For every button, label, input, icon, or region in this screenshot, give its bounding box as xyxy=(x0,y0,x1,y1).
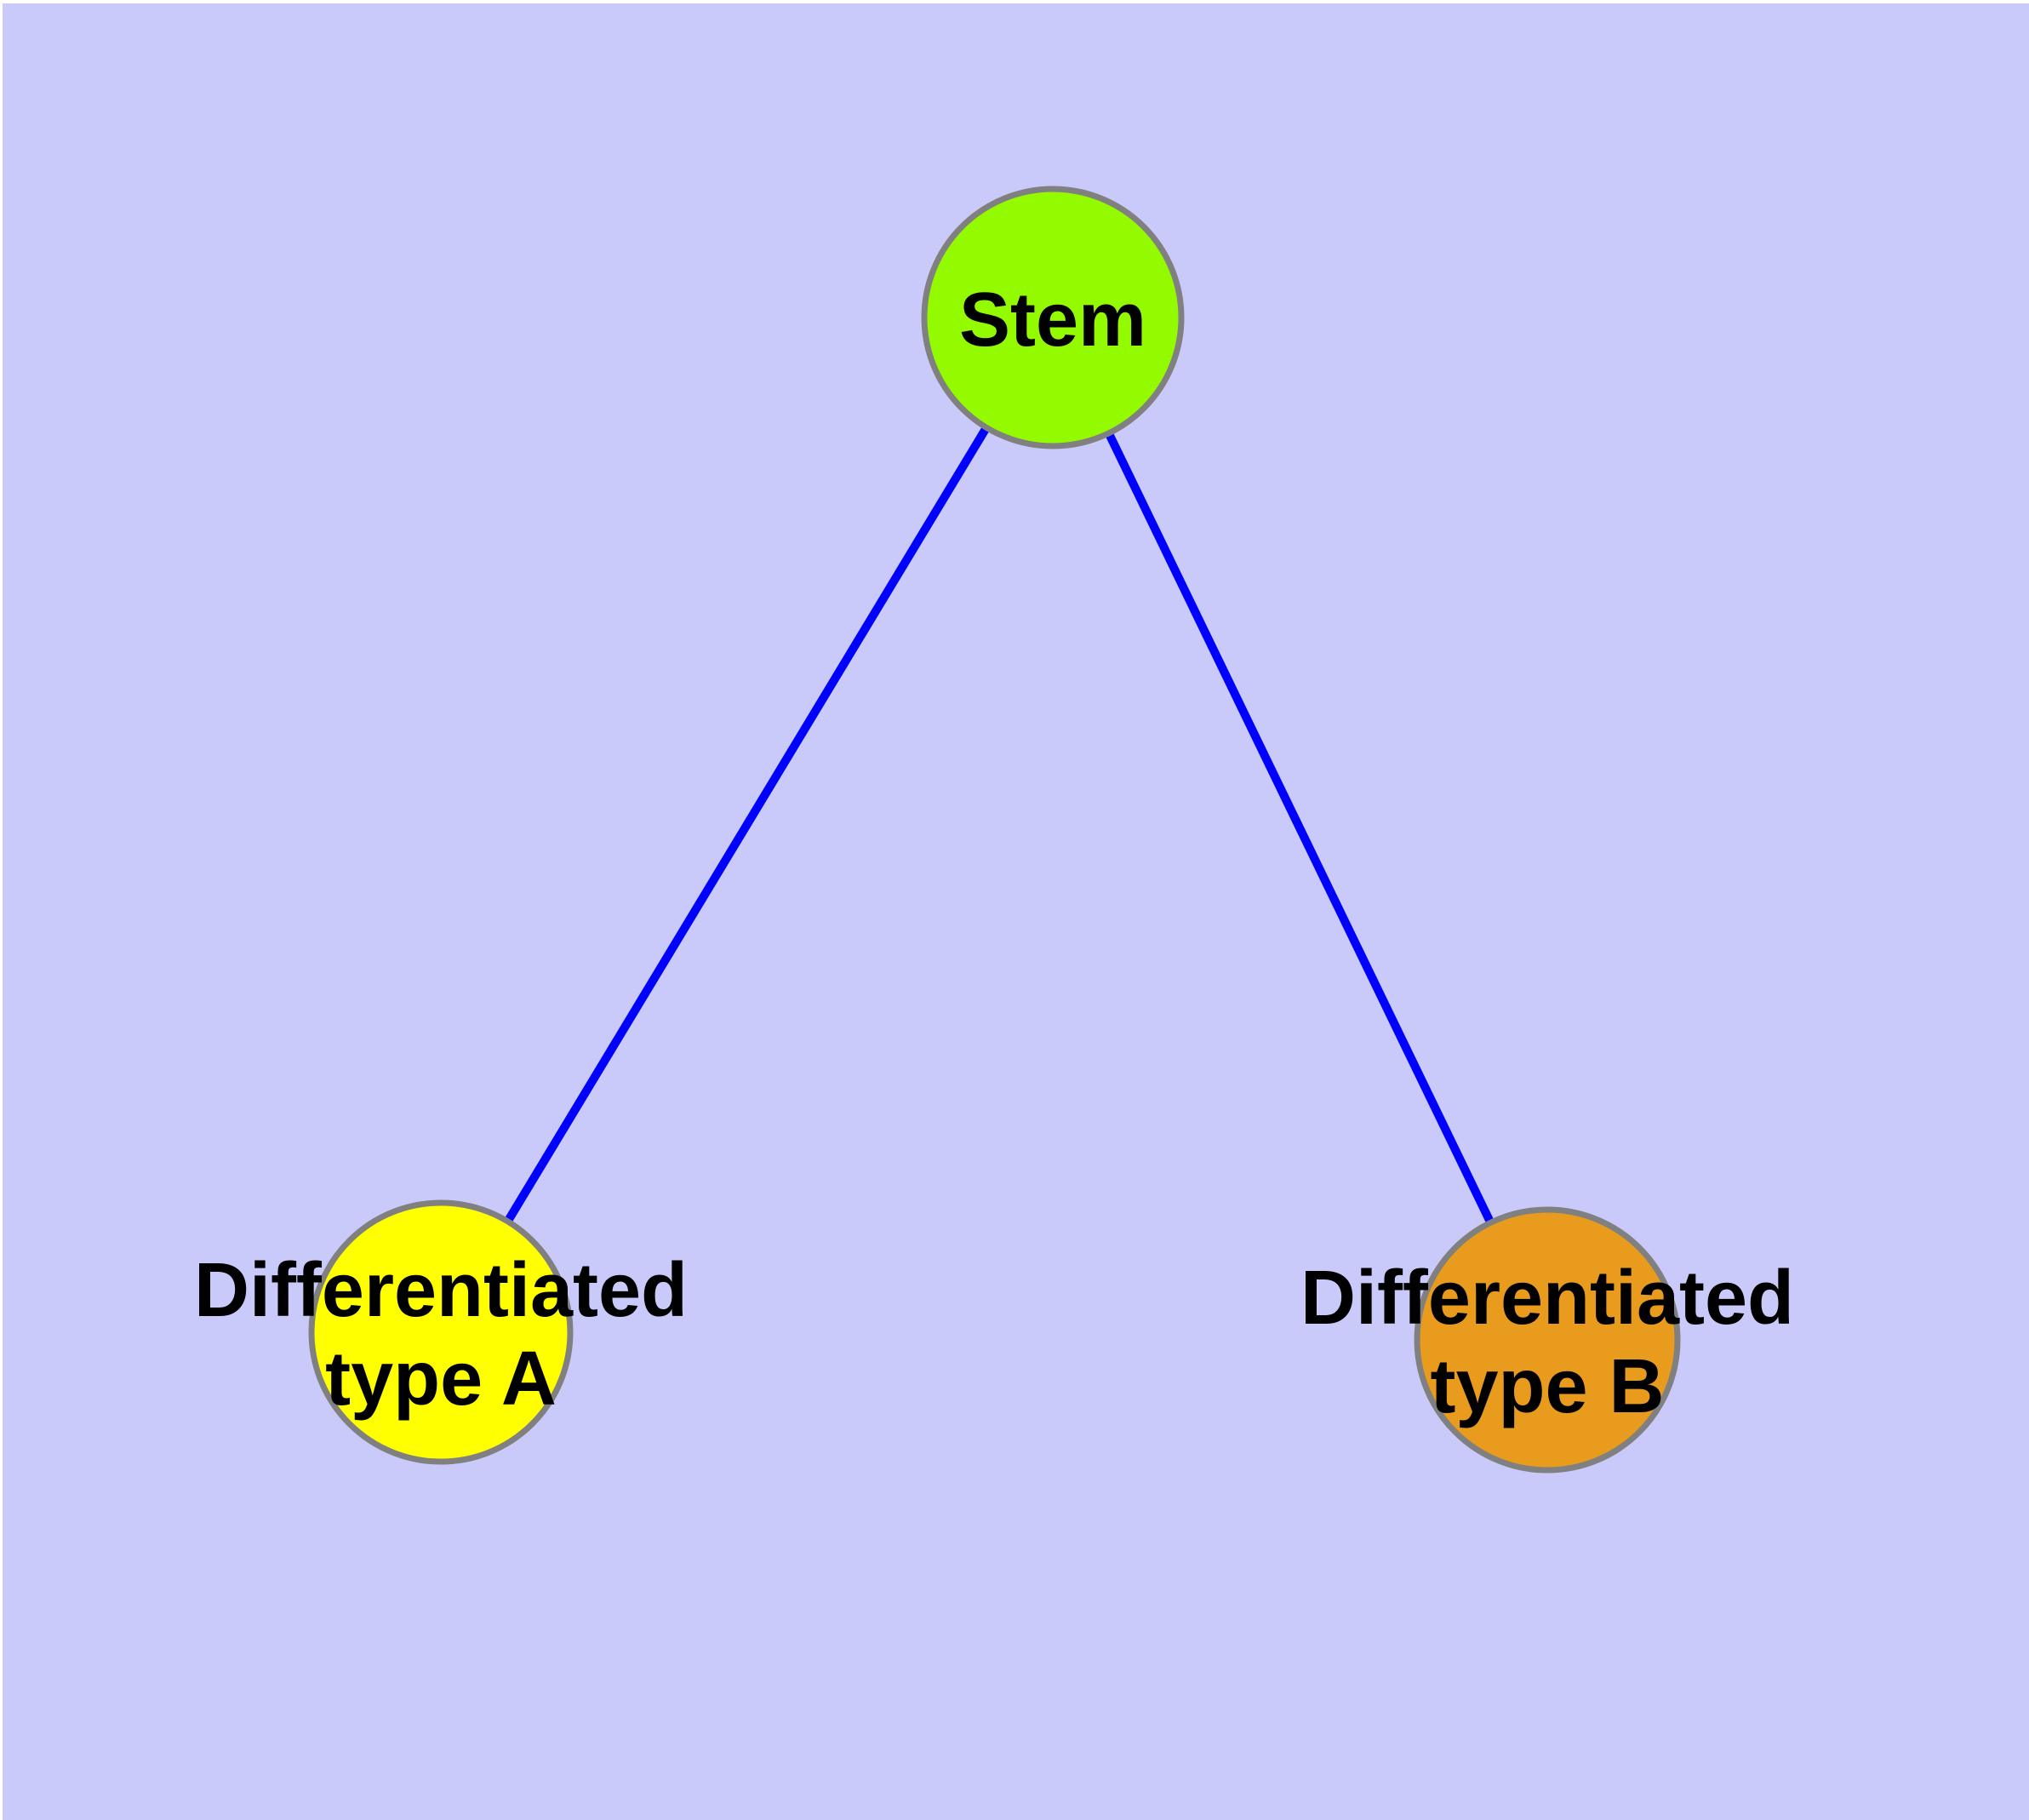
edge-stem-to-type-a xyxy=(437,315,1057,1335)
node-type-b xyxy=(1414,1206,1681,1474)
edge-stem-to-type-b xyxy=(1049,315,1552,1342)
node-label-stem: Stem xyxy=(959,278,1146,363)
node-type-a xyxy=(308,1199,574,1465)
node-stem xyxy=(921,186,1185,449)
